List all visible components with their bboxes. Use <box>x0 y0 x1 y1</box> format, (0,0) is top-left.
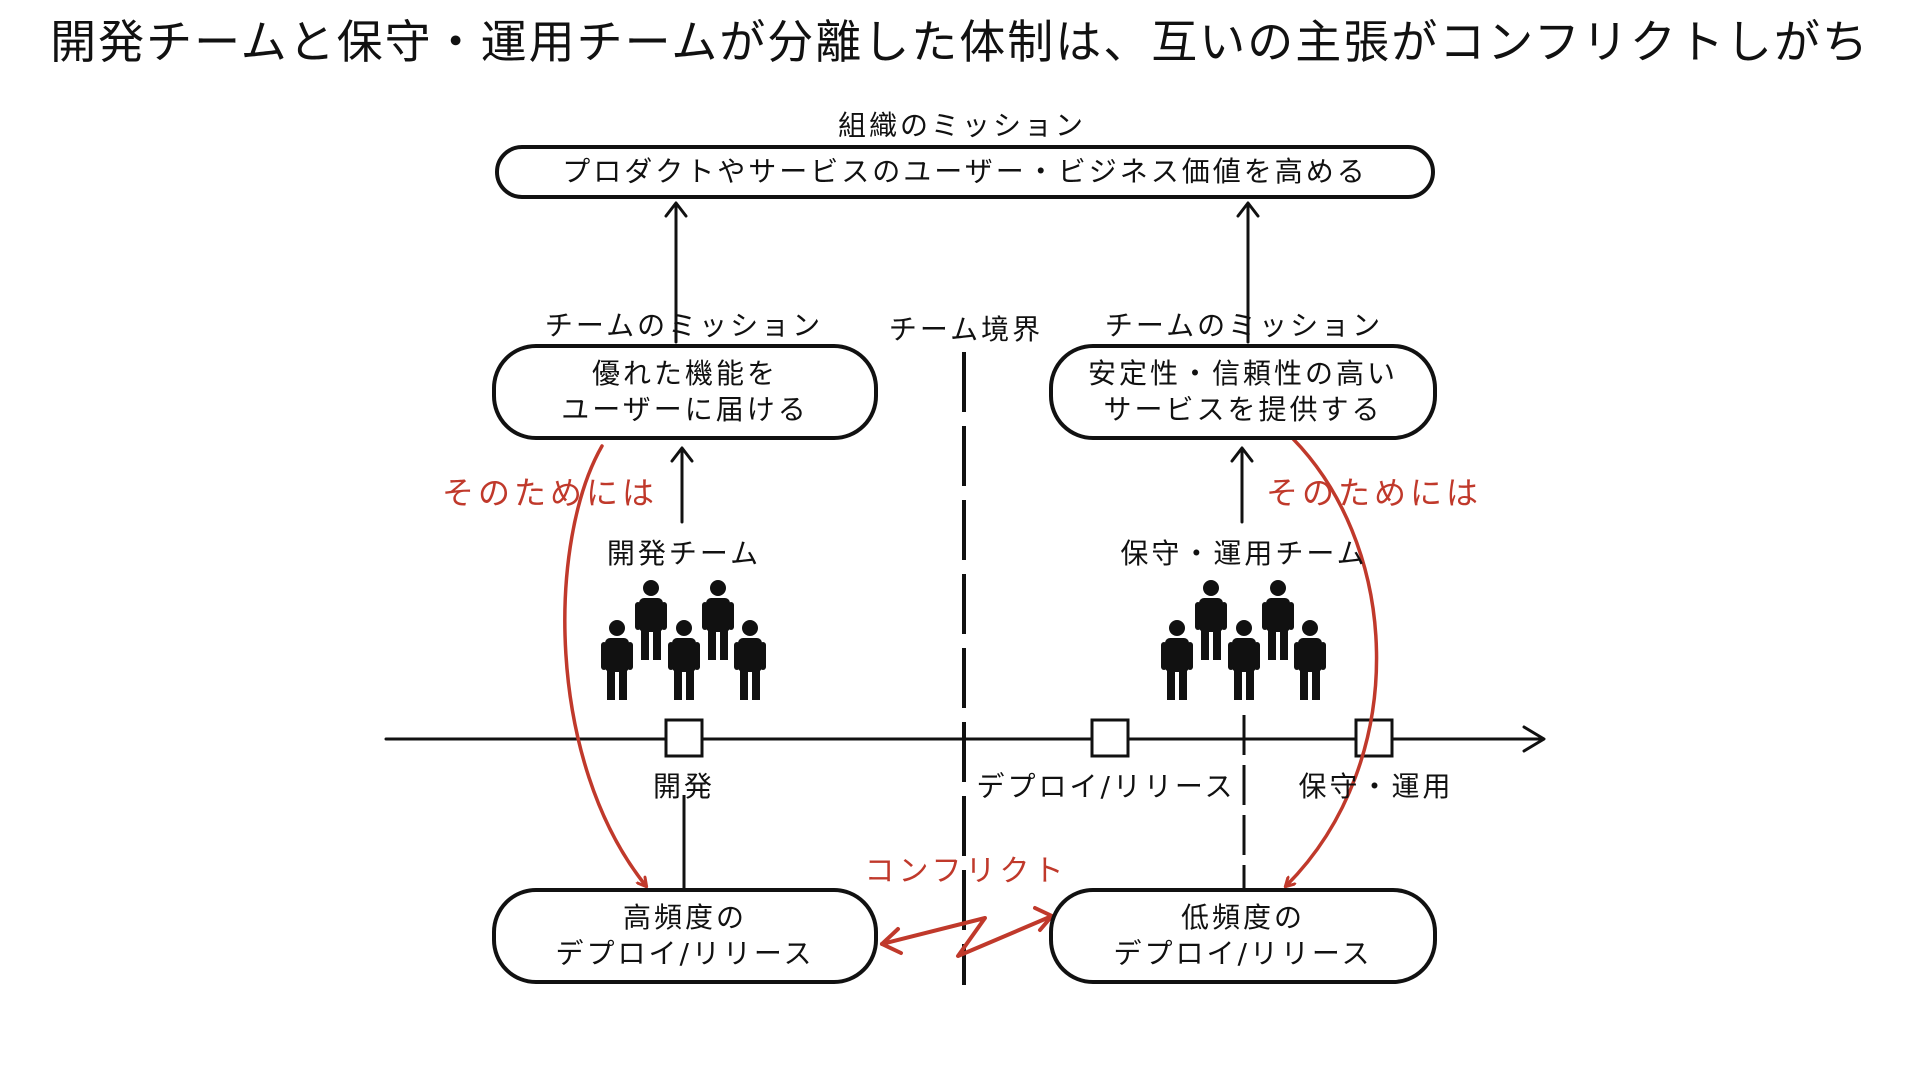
ops-stage-label: 保守・運用 <box>1298 770 1454 803</box>
person-icon <box>668 620 700 700</box>
ops-result-line1: 低頻度の <box>1180 901 1305 934</box>
ops-reason-label: そのためには <box>1266 474 1483 512</box>
ops-result-line2: デプロイ/リリース <box>1113 937 1373 970</box>
dev-reason-arrow <box>563 444 646 886</box>
dev-result-line2: デプロイ/リリース <box>555 937 815 970</box>
dev-mission-line1: 優れた機能を <box>591 357 778 390</box>
dev-team-label: 開発チーム <box>606 537 762 570</box>
person-icon <box>1262 580 1294 660</box>
stage-marker-dev <box>664 718 704 758</box>
person-icon <box>1294 620 1326 700</box>
dev-mission-heading: チームのミッション <box>544 309 824 342</box>
person-icon <box>1161 620 1193 700</box>
ops-mission-heading: チームのミッション <box>1104 309 1384 342</box>
dev-mission-line2: ユーザーに届ける <box>561 393 809 426</box>
conflict-arrow <box>880 906 1054 958</box>
arrow-dev-to-org <box>664 201 688 344</box>
org-mission-box: プロダクトやサービスのユーザー・ビジネス価値を高める <box>495 145 1435 199</box>
conflict-label: コンフリクト <box>864 854 1068 889</box>
dev-reason-label: そのためには <box>442 474 659 512</box>
org-mission-heading: 組織のミッション <box>837 109 1087 142</box>
dev-stage-label: 開発 <box>652 770 716 803</box>
person-icon <box>1228 620 1260 700</box>
stage-marker-deploy <box>1090 718 1130 758</box>
dev-result-box: 高頻度の デプロイ/リリース <box>492 888 878 984</box>
ops-team-people <box>1161 580 1326 700</box>
page-title: 開発チームと保守・運用チームが分離した体制は、互いの主張がコンフリクトしがち <box>50 15 1870 69</box>
ops-mission-line1: 安定性・信頼性の高い <box>1087 357 1398 390</box>
person-icon <box>601 620 633 700</box>
arrow-devteam-to-mission <box>670 446 694 524</box>
person-icon <box>734 620 766 700</box>
ops-mission-line2: サービスを提供する <box>1103 393 1383 426</box>
dev-team-people <box>601 580 766 700</box>
dev-result-line1: 高頻度の <box>622 901 747 934</box>
arrow-opsteam-to-mission <box>1230 446 1254 524</box>
stage-marker-ops <box>1354 718 1394 758</box>
ops-mission-box: 安定性・信頼性の高い サービスを提供する <box>1049 344 1437 440</box>
dev-mission-box: 優れた機能を ユーザーに届ける <box>492 344 878 440</box>
deploy-stage-label: デプロイ/リリース <box>976 770 1236 803</box>
person-icon <box>635 580 667 660</box>
person-icon <box>1195 580 1227 660</box>
org-mission-text: プロダクトやサービスのユーザー・ビジネス価値を高める <box>562 155 1368 188</box>
person-icon <box>702 580 734 660</box>
arrow-ops-to-org <box>1236 201 1260 344</box>
ops-reason-arrow <box>1282 428 1379 886</box>
team-boundary-label: チーム境界 <box>888 313 1044 346</box>
ops-result-box: 低頻度の デプロイ/リリース <box>1049 888 1437 984</box>
ops-team-label: 保守・運用チーム <box>1120 537 1368 570</box>
